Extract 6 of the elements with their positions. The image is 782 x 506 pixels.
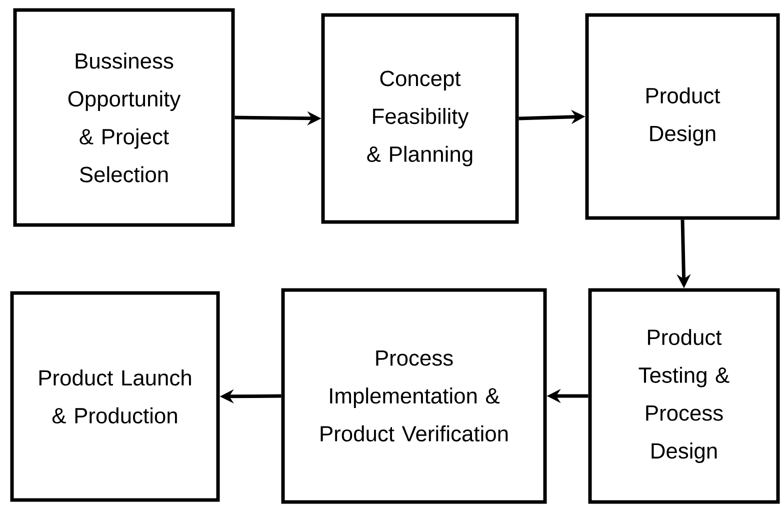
process-box: Process Implementation & Product Verification — [281, 288, 547, 504]
process-box: Product Launch & Production — [10, 291, 220, 502]
process-box: Product Design — [585, 13, 780, 220]
process-box: Product Testing & Process Design — [588, 288, 780, 504]
process-box: Concept Feasibility & Planning — [321, 13, 519, 224]
process-box: Bussiness Opportunity & Project Selection — [13, 8, 235, 227]
